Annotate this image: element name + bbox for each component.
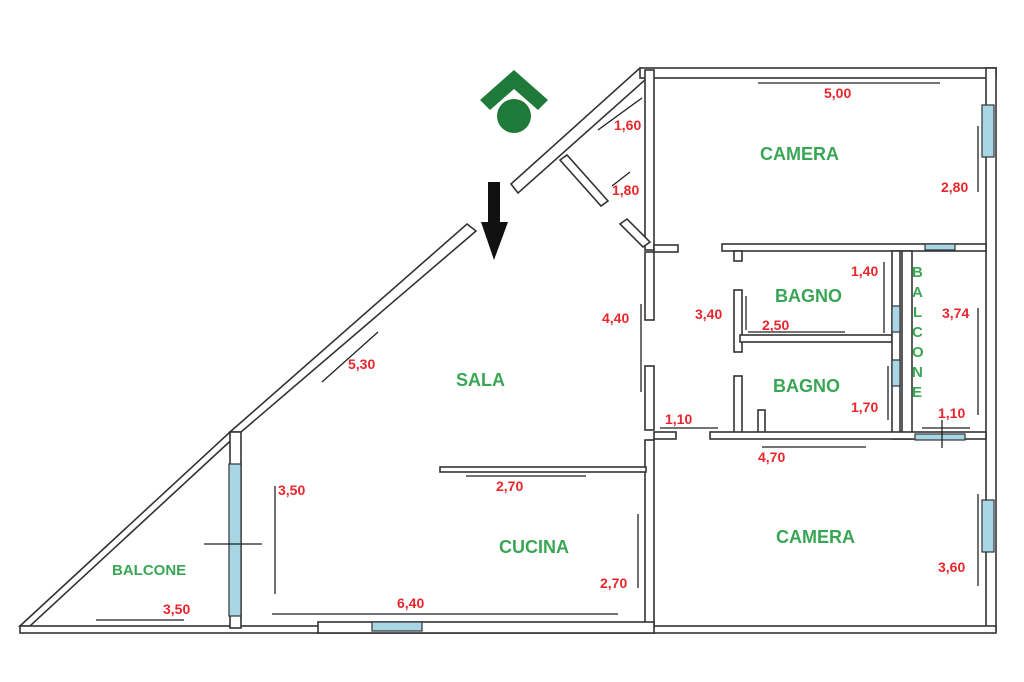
room-label-balcone-left: BALCONE	[112, 562, 186, 579]
measurement-label: 3,60	[938, 559, 965, 575]
window-balcone-right-bottom	[914, 433, 966, 441]
measurement-label: 3,74	[942, 305, 969, 321]
room-label-cucina: CUCINA	[499, 537, 569, 557]
balcone-letter: B	[912, 264, 923, 281]
measurement-label: 2,70	[496, 478, 523, 494]
measurement-label: 5,30	[348, 356, 375, 372]
house-roof-logo-icon	[480, 70, 548, 133]
room-label-camera-bottom: CAMERA	[776, 527, 855, 547]
arrow-down-icon	[481, 182, 508, 260]
measurement-label: 1,40	[851, 263, 878, 279]
window-bagno-top	[891, 305, 901, 333]
balcone-letter: O	[912, 344, 924, 361]
measurement-label: 1,60	[614, 117, 641, 133]
measurement-label: 3,40	[695, 306, 722, 322]
balcone-letter: A	[912, 284, 923, 301]
measurement-label: 5,00	[824, 85, 851, 101]
measurement-label: 3,50	[163, 601, 190, 617]
interior-walls	[317, 153, 987, 634]
measurement-label: 4,70	[758, 449, 785, 465]
window-cucina	[371, 621, 423, 632]
measurement-label: 3,50	[278, 482, 305, 498]
room-label-camera-top: CAMERA	[760, 144, 839, 164]
window-camera-top	[981, 104, 995, 158]
balcone-letter: C	[912, 324, 923, 341]
measurement-label: 4,40	[602, 310, 629, 326]
measurement-label: 1,10	[665, 411, 692, 427]
room-label-bagno-bottom: BAGNO	[773, 376, 840, 396]
window-bagno-bottom	[891, 359, 901, 387]
balcone-letter: L	[913, 304, 922, 321]
measurement-label: 2,70	[600, 575, 627, 591]
balcone-letter: E	[912, 384, 922, 401]
dimension-lines	[96, 82, 979, 621]
windows	[228, 104, 995, 632]
window-balcone-right-top	[924, 243, 956, 251]
measurement-label: 2,50	[762, 317, 789, 333]
balcone-letter: N	[912, 364, 923, 381]
window-camera-bottom	[981, 499, 995, 553]
room-label-bagno-top: BAGNO	[775, 286, 842, 306]
window-balcone-left	[228, 463, 242, 617]
room-label-balcone-right: B A L C O N E	[912, 264, 924, 401]
room-label-sala: SALA	[456, 370, 505, 390]
measurement-label: 2,80	[941, 179, 968, 195]
measurement-label: 1,10	[938, 405, 965, 421]
measurement-label: 6,40	[397, 595, 424, 611]
measurement-label: 1,70	[851, 399, 878, 415]
measurement-label: 1,80	[612, 182, 639, 198]
